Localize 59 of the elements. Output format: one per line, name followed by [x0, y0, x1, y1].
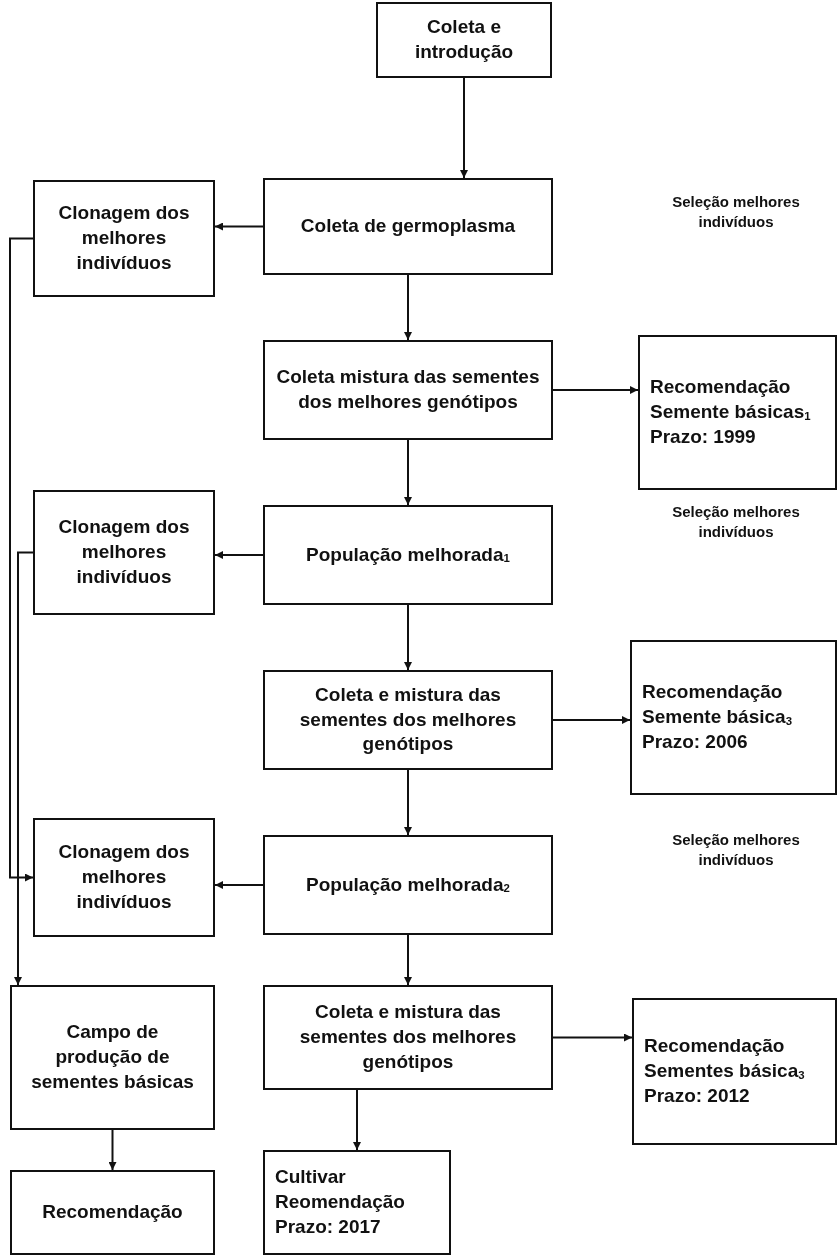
process-box [10, 985, 215, 1130]
box-text: Prazo: 2012 [644, 1083, 750, 1108]
box-text: Sementes básica$_{3}$ [644, 1059, 805, 1084]
box-text: Campo de produção de sementes básicas [30, 1020, 195, 1094]
note-text: Seleção melhores indivíduos [671, 502, 801, 543]
box-text: Reomendação [275, 1190, 405, 1215]
process-box [33, 818, 215, 937]
box-text: Recomendação [42, 1200, 183, 1225]
arrow [404, 439, 412, 506]
process-box [33, 180, 215, 297]
process-box [376, 2, 552, 78]
box-text: Prazo: 1999 [650, 424, 756, 449]
arrow [460, 77, 468, 179]
box-text: Semente básica$_{3}$ [642, 705, 792, 730]
process-box [638, 335, 837, 490]
arrow [404, 934, 412, 986]
arrow [404, 274, 412, 341]
box-text: Coleta e mistura das sementes dos melhores genótipos [298, 1000, 518, 1074]
box-text: Coleta mistura das sementes dos melhores genótipos [275, 365, 541, 414]
box-text: Recomendação [644, 1034, 785, 1059]
box-text: População melhorada$_{1}$ [306, 542, 510, 567]
process-box [263, 985, 553, 1090]
arrow [552, 1033, 633, 1042]
box-text: Recomendação [642, 680, 783, 705]
box-text: Cultivar [275, 1165, 346, 1190]
process-box [263, 505, 553, 605]
box-text: Coleta e introdução [413, 15, 515, 64]
process-box [263, 835, 553, 935]
arrow [404, 604, 412, 671]
arrow [214, 222, 264, 231]
box-text: Prazo: 2017 [275, 1214, 381, 1239]
arrow [9, 237, 34, 882]
note-text: Seleção melhores indivíduos [671, 192, 801, 233]
box-text: Clonagem dos melhores indivíduos [57, 515, 191, 589]
box-text: Semente básicas$_{1}$ [650, 400, 811, 425]
process-box [263, 178, 553, 275]
process-box [10, 1170, 215, 1255]
box-text: População melhorada$_{2}$ [306, 872, 510, 897]
process-box [632, 998, 837, 1145]
arrow [214, 881, 264, 889]
box-text: Clonagem dos melhores indivíduos [57, 840, 191, 914]
process-box [33, 490, 215, 615]
arrow [108, 1129, 117, 1171]
box-text: Clonagem dos melhores indivíduos [57, 201, 191, 275]
process-box [263, 340, 553, 440]
arrow [214, 551, 264, 559]
arrow [353, 1089, 361, 1151]
arrow [404, 769, 412, 836]
process-box [263, 670, 553, 770]
process-box [263, 1150, 451, 1255]
box-text: Recomendação [650, 375, 791, 400]
process-box [630, 640, 837, 795]
box-text: Coleta e mistura das sementes dos melhores genótipos [298, 682, 518, 757]
box-text: Prazo: 2006 [642, 729, 748, 754]
arrow [552, 716, 631, 724]
box-text: Coleta de germoplasma [300, 214, 516, 239]
arrow [14, 551, 34, 986]
note-text: Seleção melhores indivíduos [671, 830, 801, 871]
arrow [552, 386, 639, 394]
